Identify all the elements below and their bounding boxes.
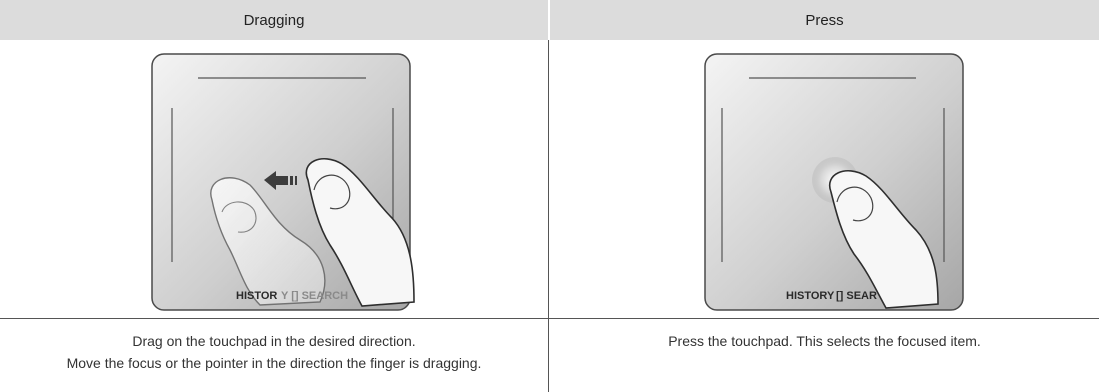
dragging-desc-line-1: Drag on the touchpad in the desired dire… <box>0 330 548 352</box>
pad-label-search: Y [] SEARCH <box>281 290 348 302</box>
dragging-illustration: HISTOR Y [] SEARCH <box>0 40 548 318</box>
press-header: Press <box>550 0 1099 40</box>
press-description: Press the touchpad. This selects the foc… <box>550 319 1099 392</box>
pad-label-history: HISTORY <box>786 290 835 302</box>
press-column: Press <box>550 0 1099 392</box>
pad-label-history: HISTOR <box>236 290 277 302</box>
dragging-column: Dragging <box>0 0 548 392</box>
touchpad-drag-image: HISTOR Y [] SEARCH <box>0 40 548 318</box>
row-divider <box>0 318 1099 319</box>
column-divider <box>548 40 549 392</box>
dragging-header: Dragging <box>0 0 548 40</box>
press-desc-line-1: Press the touchpad. This selects the foc… <box>550 330 1099 352</box>
pad-label-search: [] SEAR <box>836 290 877 302</box>
press-illustration: HISTORY [] SEAR <box>550 40 1099 318</box>
dragging-description: Drag on the touchpad in the desired dire… <box>0 319 548 392</box>
touchpad-press-image: HISTORY [] SEAR <box>550 40 1099 318</box>
dragging-desc-line-2: Move the focus or the pointer in the dir… <box>0 352 548 374</box>
